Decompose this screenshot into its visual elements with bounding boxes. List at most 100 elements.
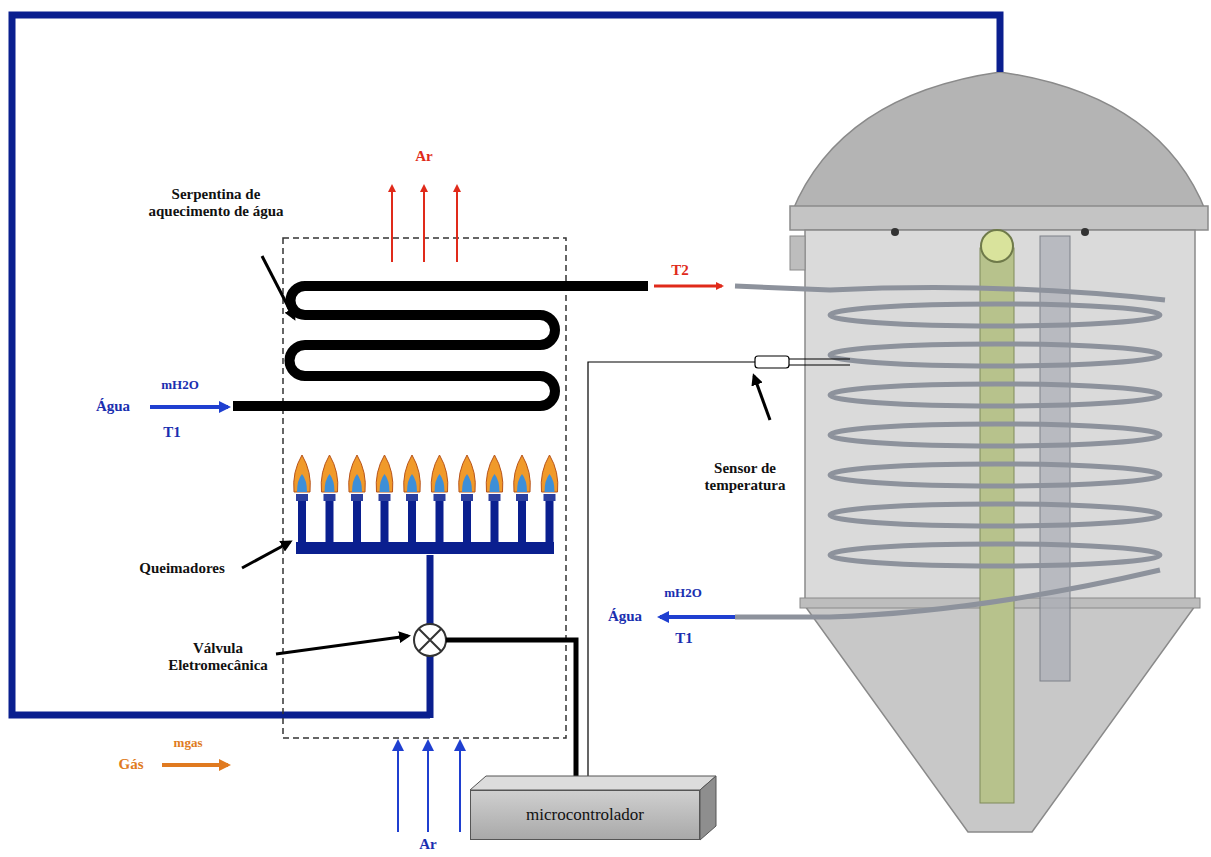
burners (459, 455, 476, 492)
burners (408, 500, 416, 545)
burners (351, 494, 363, 501)
tank (1081, 228, 1089, 236)
burners (516, 494, 528, 501)
burners (517, 474, 527, 492)
burners (541, 455, 558, 492)
burners (490, 474, 500, 492)
temperature-label: T1 (664, 630, 704, 647)
hot-water-arrow (654, 285, 722, 288)
valve-wire (446, 640, 576, 778)
burner-manifold (296, 542, 554, 554)
part-name: Sensor de temperatura (690, 460, 800, 495)
burners (381, 500, 389, 545)
tank-coil (830, 544, 1160, 566)
burners (491, 500, 499, 545)
heating-coil (233, 286, 648, 406)
burners (325, 474, 335, 492)
burners (297, 474, 307, 492)
flow-label: Água (594, 608, 656, 625)
burners (486, 455, 503, 492)
tank-coil (830, 424, 1160, 446)
burners (326, 500, 334, 545)
burners (376, 455, 393, 492)
burners (407, 474, 417, 492)
part-name: Queimadores (124, 560, 240, 577)
air-arrows (459, 742, 461, 832)
tank-coil (830, 504, 1160, 526)
tank-coil (830, 384, 1160, 406)
tank-coil (735, 286, 1165, 300)
flow-label: mgas (158, 736, 218, 751)
tank (891, 228, 899, 236)
valve-symbol (414, 624, 446, 656)
flow-label: Água (80, 398, 146, 415)
temperature-label: T1 (152, 424, 192, 441)
tank (792, 72, 1206, 212)
leader-arrows (276, 636, 408, 654)
flow-label: mH2O (650, 586, 716, 601)
burners (436, 500, 444, 545)
tank (790, 206, 1208, 230)
burners (462, 474, 472, 492)
valve-symbol (414, 624, 446, 656)
burners (349, 455, 366, 492)
temperature-sensor (755, 356, 789, 368)
burners (294, 455, 311, 492)
burners (298, 500, 306, 545)
air-label: Ar (402, 836, 454, 853)
part-name: Serpentina de aquecimento de água (146, 186, 286, 221)
controller-box: microcontrolador (470, 790, 700, 840)
air-label: Ar (398, 148, 450, 165)
burners (435, 474, 445, 492)
burners (461, 494, 473, 501)
burners (514, 455, 531, 492)
burners (379, 494, 391, 501)
valve-symbol (419, 629, 441, 651)
burners (463, 500, 471, 545)
leader-arrows (262, 256, 294, 318)
temperature-label: T2 (660, 262, 700, 279)
burners (352, 474, 362, 492)
gas-arrow (162, 763, 228, 767)
air-arrows (427, 742, 429, 832)
burners (546, 500, 554, 545)
flow-label: mH2O (150, 378, 210, 393)
burners (545, 474, 555, 492)
burners (296, 494, 308, 501)
controller-side (700, 776, 716, 840)
leader-arrows (242, 542, 290, 568)
water-in-arrow (150, 405, 228, 409)
flow-label: Gás (104, 756, 158, 773)
air-arrows (423, 186, 425, 262)
temperature-sensor (755, 356, 850, 368)
burners (324, 494, 336, 501)
air-arrows (392, 186, 457, 262)
burners (434, 494, 446, 501)
tank (790, 72, 1208, 832)
water-out-arrow (660, 615, 735, 619)
tank (981, 230, 1013, 262)
burners (353, 500, 361, 545)
burners (321, 455, 338, 492)
leader-arrows (754, 376, 770, 420)
sensor-wire (588, 362, 755, 778)
burners (380, 474, 390, 492)
tank-coil (830, 344, 1160, 366)
burners (518, 500, 526, 545)
temperature-sensor (789, 359, 850, 365)
tank-coil (830, 464, 1160, 486)
controller-top (470, 776, 716, 790)
air-arrows (398, 742, 460, 832)
node-text: microcontrolador (526, 805, 644, 825)
burners (406, 494, 418, 501)
burners (404, 455, 421, 492)
burners (294, 455, 558, 545)
tank-coil (735, 286, 1165, 617)
gas-pipe (12, 15, 1000, 715)
tank-coil (735, 570, 1160, 617)
leader-arrows (242, 256, 770, 654)
burners (544, 494, 556, 501)
tank (790, 236, 805, 270)
burners (431, 455, 448, 492)
